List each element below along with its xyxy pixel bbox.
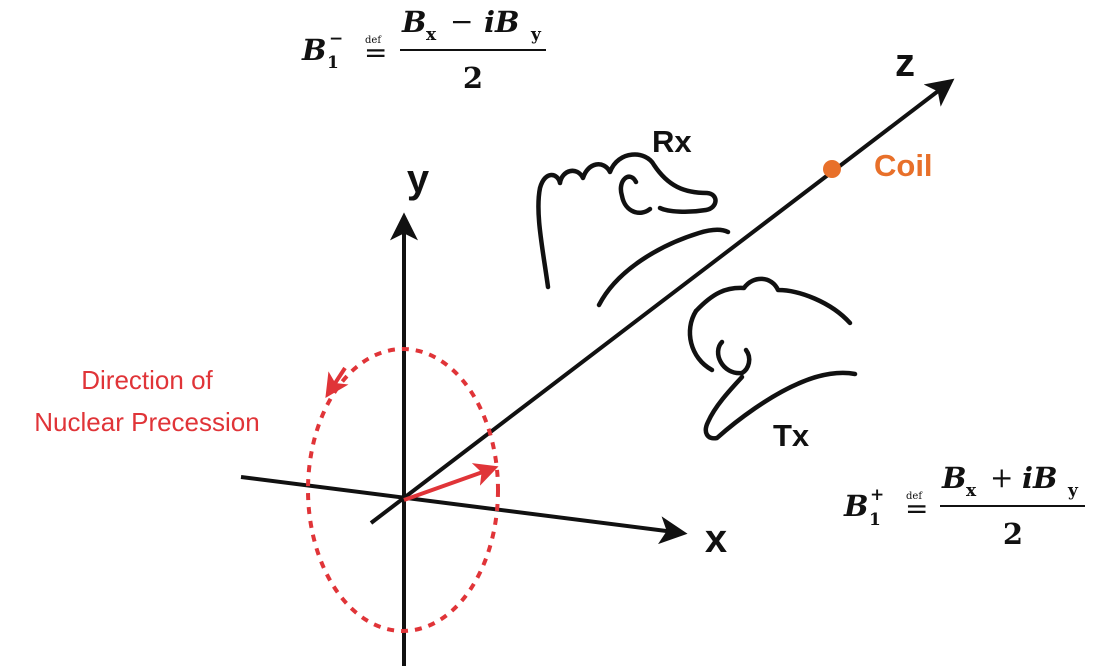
eq-minus-lhs: B [301,33,327,67]
x-axis [240,475,688,545]
eq-minus-lhs-sub: 1 [327,53,339,73]
eq-plus-num-a: B [941,461,967,495]
transmit-label: Tx [773,418,810,453]
eq-plus-num-a-sub: x [966,481,977,501]
receive-label: Rx [652,124,692,159]
coil-dot [823,160,841,178]
eq-minus-num-b: iB [484,5,520,39]
precession-ellipse [306,347,500,633]
eq-plus-lhs: B [843,489,869,523]
magnetization-vector [403,463,499,502]
eq-minus-num-a: B [401,5,427,39]
eq-minus-operator: − [450,5,473,38]
equation-b1-minus: B − 1 def = B x − iB y 2 [301,5,546,95]
z-axis-label: z [895,41,915,85]
eq-minus-num-b-sub: y [530,25,542,45]
coil-label: Coil [874,148,933,183]
transmit-hand-icon [687,276,858,441]
precession-direction-arrow [325,366,349,399]
equation-b1-plus: B + 1 def = B x + iB y 2 [843,461,1085,551]
eq-plus-num-b-sub: y [1067,481,1079,501]
receive-hand-icon [536,152,731,308]
eq-plus-lhs-sub: 1 [869,510,881,530]
eq-minus-def: def [365,35,382,46]
eq-plus-num-b: iB [1022,461,1058,495]
precession-label-line1: Direction of [81,365,213,395]
precession-label-line2: Nuclear Precession [34,407,259,437]
eq-plus-operator: + [990,461,1013,494]
z-axis [369,78,955,525]
eq-minus-denominator: 2 [463,61,483,95]
eq-plus-denominator: 2 [1003,517,1023,551]
eq-plus-lhs-sup: + [870,485,884,505]
eq-minus-equals: = [364,36,387,69]
eq-plus-def: def [906,491,923,502]
x-axis-label: x [705,517,727,561]
eq-minus-num-a-sub: x [426,25,437,45]
y-axis-label: y [407,157,430,201]
eq-plus-equals: = [905,492,928,525]
eq-minus-lhs-sup: − [329,29,343,49]
